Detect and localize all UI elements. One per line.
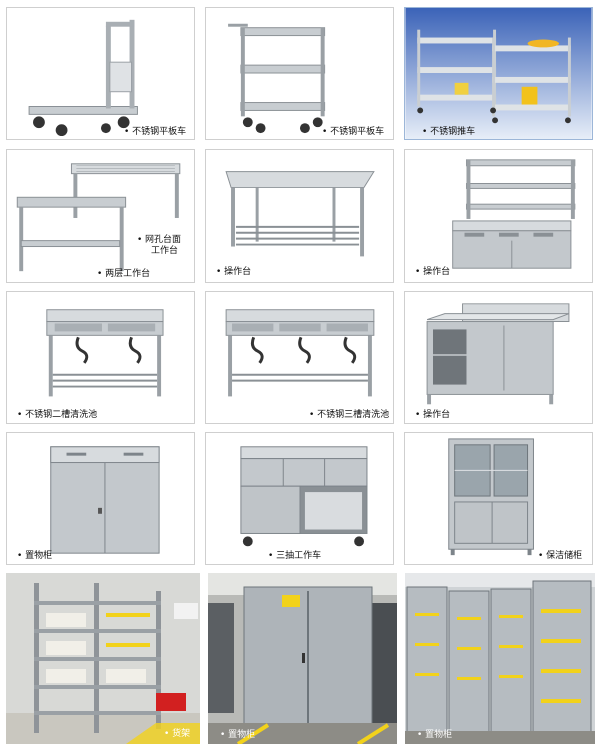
double-sink-image: [46, 309, 164, 397]
product-card-storage-cabinet[interactable]: 置物柜: [6, 432, 195, 565]
three-drawer-cart-image: [240, 446, 368, 547]
product-card-triple-sink[interactable]: 不锈钢三槽清洗池: [205, 291, 394, 424]
caption-line-2: 工作台: [151, 246, 179, 256]
product-card-storage-cabinet-photo-2[interactable]: 置物柜: [405, 573, 595, 744]
product-card-worktable-2[interactable]: 操作台: [404, 149, 593, 283]
caption: 不锈钢三槽清洗池: [309, 410, 389, 421]
worktable-image: [225, 171, 375, 257]
storage-cabinet-image: [50, 446, 160, 554]
caption: 不锈钢二槽清洗池: [17, 410, 97, 421]
caption: 保洁储柜: [538, 551, 582, 562]
product-card-flat-cart-1[interactable]: 不锈钢平板车: [6, 7, 195, 140]
cabinet-photo: [208, 573, 397, 744]
caption: 不锈钢平板车: [322, 127, 384, 138]
caption-bullet: [137, 235, 145, 246]
caption: 操作台: [415, 410, 450, 421]
caption-line-1: 网孔台面: [145, 235, 182, 245]
product-card-mesh-worktable[interactable]: 网孔台面 工作台 两层工作台: [6, 149, 195, 283]
product-card-flat-cart-2[interactable]: 不锈钢平板车: [205, 7, 394, 140]
product-card-worktable-1[interactable]: 操作台: [205, 149, 394, 283]
product-card-cleaning-cabinet[interactable]: 保洁储柜: [404, 432, 593, 565]
sliding-door-worktable-image: [426, 303, 570, 405]
caption: 操作台: [216, 267, 251, 278]
product-card-push-cart[interactable]: 不锈钢推车: [404, 7, 593, 140]
caption: 货架: [164, 729, 190, 740]
caption: 两层工作台: [97, 269, 150, 280]
triple-sink-image: [225, 309, 375, 397]
caption: 置物柜: [417, 730, 452, 741]
caption: 置物柜: [220, 730, 255, 741]
flat-cart-image: [28, 19, 138, 137]
shelf-photo: [6, 573, 200, 744]
two-tier-worktable-image: [16, 163, 181, 272]
caption: 不锈钢推车: [422, 127, 475, 138]
caption: 三抽工作车: [268, 551, 321, 562]
push-cart-image: [405, 8, 592, 139]
caption: 操作台: [415, 267, 450, 278]
caption: 不锈钢平板车: [124, 127, 186, 138]
cabinets-row-photo: [405, 573, 595, 744]
product-card-shelf[interactable]: 货架: [6, 573, 200, 744]
product-card-storage-cabinet-photo[interactable]: 置物柜: [208, 573, 397, 744]
cabinet-worktable-image: [452, 159, 576, 269]
product-card-double-sink[interactable]: 不锈钢二槽清洗池: [6, 291, 195, 424]
caption: 置物柜: [17, 551, 52, 562]
three-tier-cart-image: [228, 23, 326, 134]
product-card-worktable-3[interactable]: 操作台: [404, 291, 593, 424]
cleaning-cabinet-image: [448, 438, 534, 556]
product-card-three-drawer-cart[interactable]: 三抽工作车: [205, 432, 394, 565]
